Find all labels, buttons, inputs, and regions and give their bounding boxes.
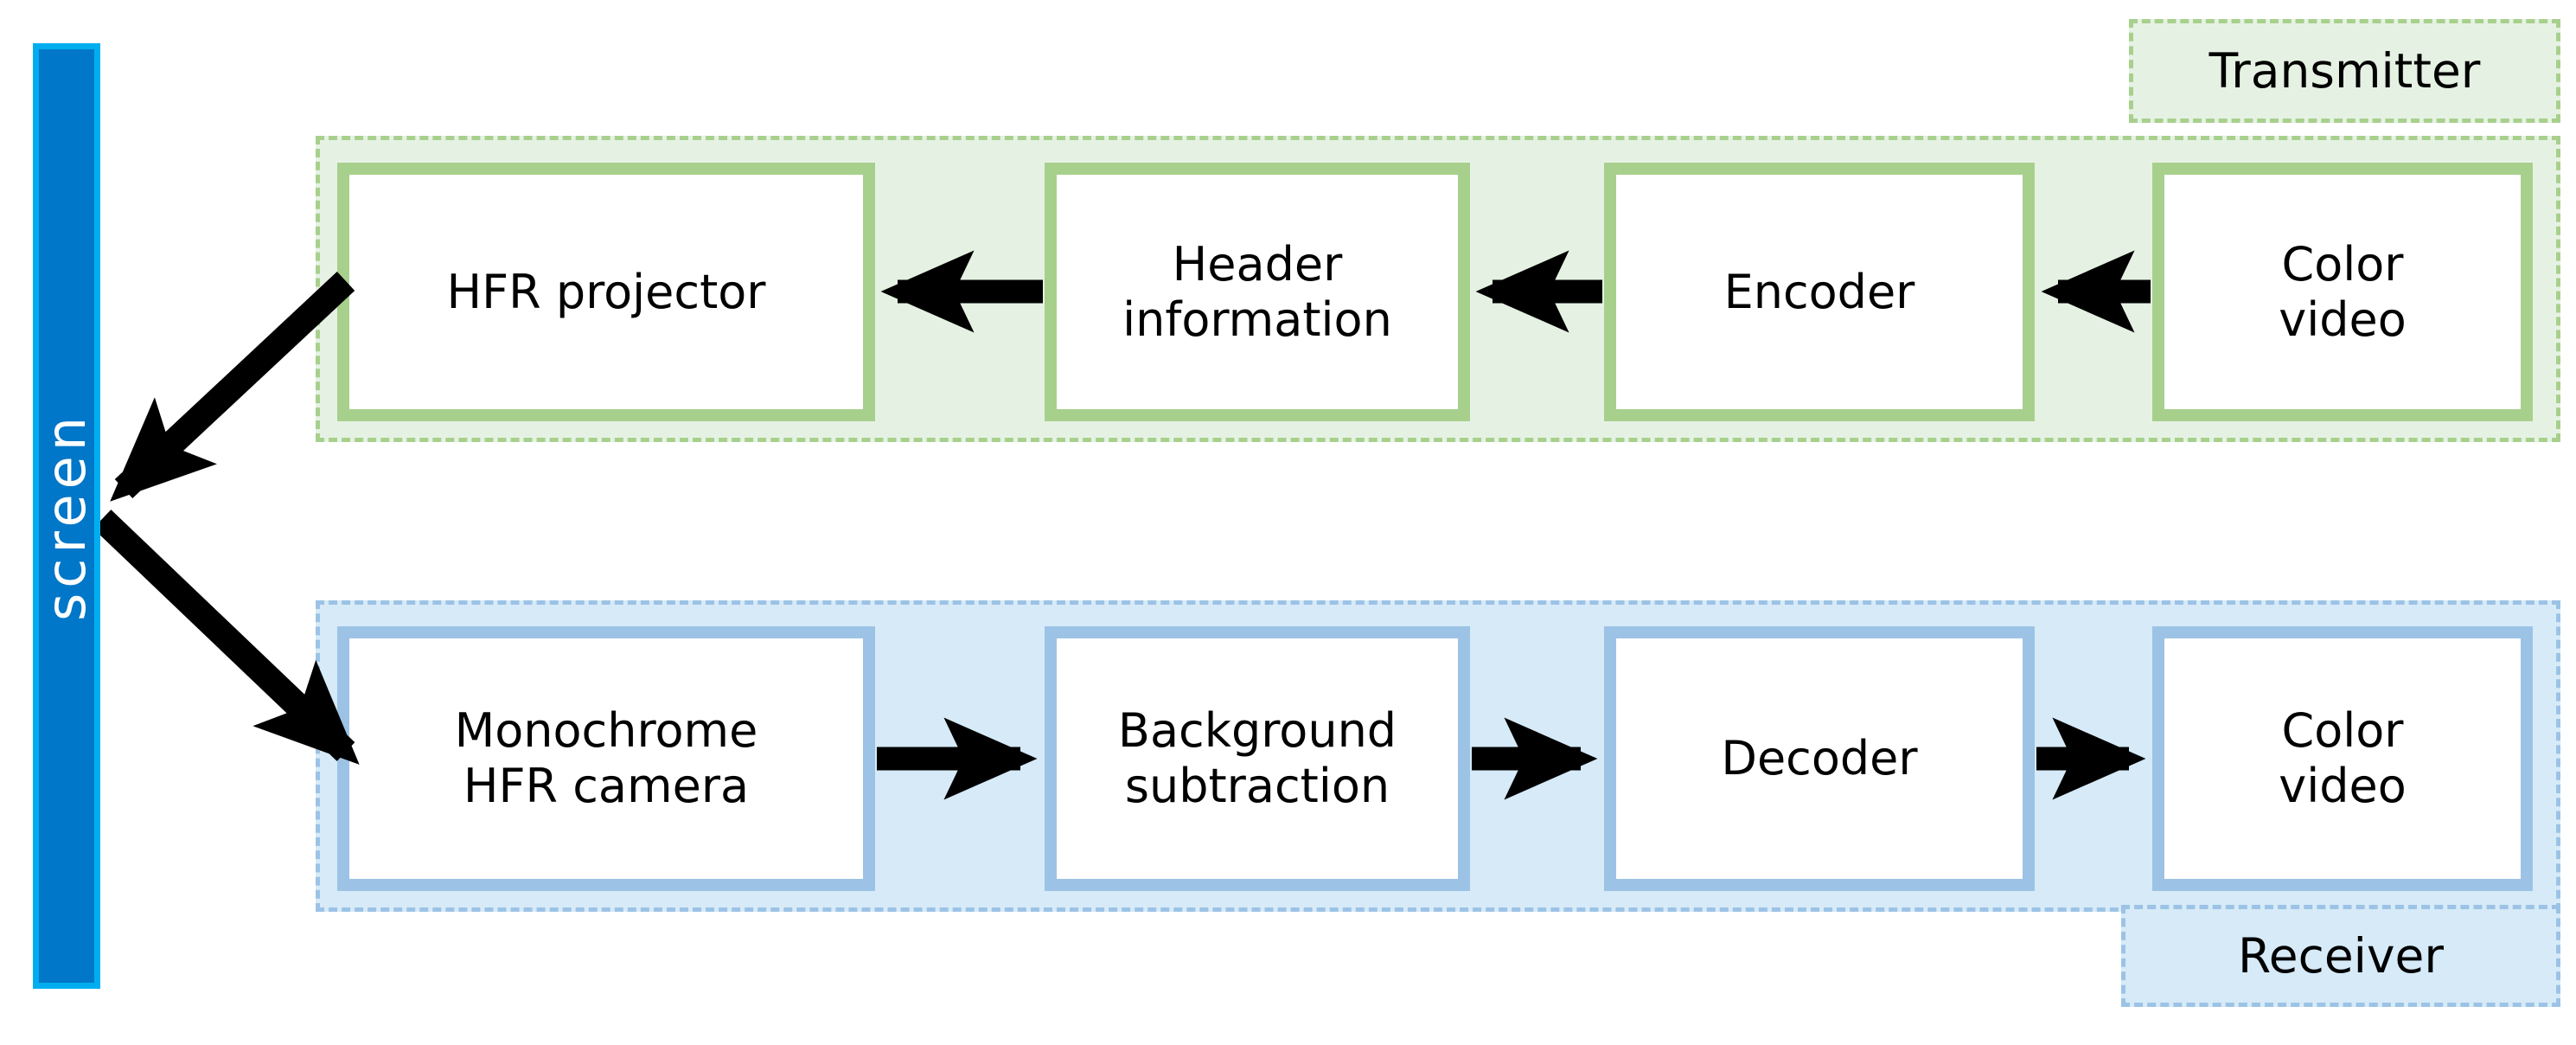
arrow-projector-to-screen	[110, 272, 355, 502]
box-encoder[interactable]: Encoder	[1604, 163, 2035, 421]
screen-bar: screen	[33, 43, 100, 989]
box-decoder[interactable]: Decoder	[1604, 626, 2035, 891]
arrow-screen-to-camera	[93, 510, 360, 765]
label-transmitter: Transmitter	[2129, 19, 2560, 123]
box-hfr-projector[interactable]: HFR projector	[337, 163, 875, 421]
label-receiver: Receiver	[2121, 905, 2560, 1007]
screen-label: screen	[35, 411, 98, 621]
